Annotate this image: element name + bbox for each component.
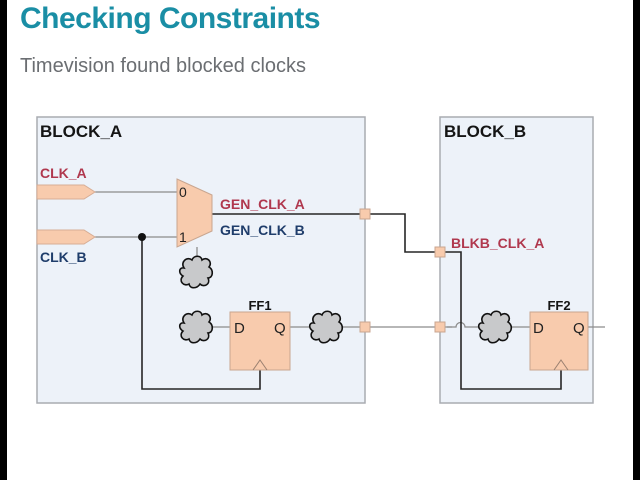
ff2-clock-triangle-icon xyxy=(553,359,569,371)
flip-flop-ff2[interactable]: FF2 D Q xyxy=(529,298,589,371)
input-label-clk-a: CLK_A xyxy=(40,165,87,181)
ff1-label: FF1 xyxy=(248,298,271,313)
ff2-q-pin: Q xyxy=(573,320,585,337)
input-port-clk-a[interactable] xyxy=(36,184,96,200)
ff2-body[interactable] xyxy=(529,311,589,371)
cloud-icon xyxy=(308,310,344,344)
gen-clk-b-label: GEN_CLK_B xyxy=(220,222,305,238)
wire-blkb-clk-a xyxy=(440,251,562,390)
ff1-clock-triangle-icon xyxy=(252,359,268,371)
port-block-b-clk-in[interactable] xyxy=(434,246,446,258)
ff2-label: FF2 xyxy=(547,298,570,313)
wire-gen-clk-a xyxy=(212,213,440,253)
data-wires xyxy=(95,191,605,328)
block-a-label: BLOCK_A xyxy=(40,122,122,141)
gen-clk-a-label: GEN_CLK_A xyxy=(220,196,305,212)
cloud-icon xyxy=(477,310,513,344)
mux-input-1-label: 1 xyxy=(179,229,187,245)
input-port-clk-b[interactable] xyxy=(36,229,96,245)
wire-clk-b-to-ff1 xyxy=(141,237,261,390)
slide-title: Checking Constraints xyxy=(20,2,321,35)
clock-wires xyxy=(141,213,562,390)
input-label-clk-b: CLK_B xyxy=(40,249,87,265)
flip-flop-ff1[interactable]: FF1 D Q xyxy=(229,298,291,371)
port-block-a-data-out[interactable] xyxy=(359,321,371,333)
port-block-b-data-in[interactable] xyxy=(434,321,446,333)
mux[interactable]: 0 1 xyxy=(176,178,213,248)
ff1-d-pin: D xyxy=(234,320,245,337)
ff1-q-pin: Q xyxy=(274,320,286,337)
cloud-icon xyxy=(178,255,214,289)
input-clk-a[interactable]: CLK_A xyxy=(36,165,96,200)
input-clk-b[interactable]: CLK_B xyxy=(36,229,96,265)
blkb-clk-a-label: BLKB_CLK_A xyxy=(451,235,544,251)
port-block-a-clk-out[interactable] xyxy=(359,208,371,220)
slide-subtitle: Timevision found blocked clocks xyxy=(20,55,307,77)
junction-dot xyxy=(138,233,146,241)
boundary-ports xyxy=(359,208,446,333)
block-b-label: BLOCK_B xyxy=(444,122,526,141)
ff2-d-pin: D xyxy=(533,320,544,337)
cloud-icon xyxy=(178,310,214,344)
mux-body[interactable] xyxy=(176,178,213,248)
mux-input-0-label: 0 xyxy=(179,184,187,200)
